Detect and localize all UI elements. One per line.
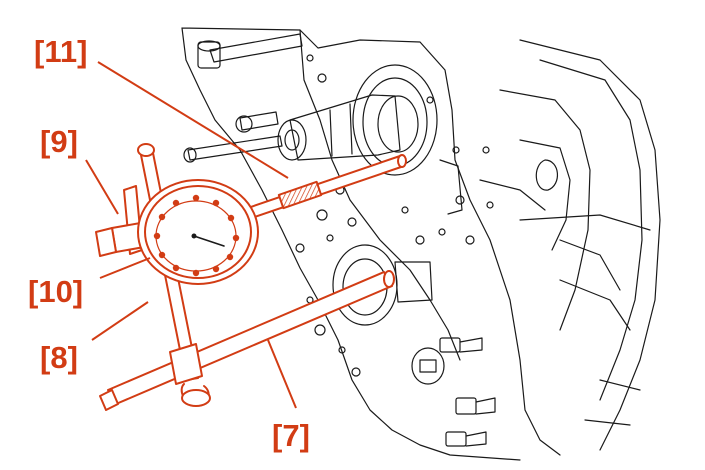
leader-10 xyxy=(99,257,151,279)
housing-outline xyxy=(181,27,561,461)
leader-8 xyxy=(91,301,149,341)
dial-markings xyxy=(153,194,240,277)
clamp-block xyxy=(169,343,203,385)
leader-lines xyxy=(85,61,297,409)
knurled-sleeve xyxy=(277,180,323,210)
callout-7: [7] xyxy=(272,418,310,453)
engine-block xyxy=(181,27,661,461)
bore-ring xyxy=(352,64,438,176)
callout-8: [8] xyxy=(40,340,78,375)
bar-7 xyxy=(107,271,393,405)
right-frame xyxy=(519,39,661,451)
callout-labels: [11] [9] [10] [8] [7] xyxy=(28,34,310,453)
leader-7 xyxy=(267,339,297,409)
upper-bolt xyxy=(209,33,303,63)
housing-inner-edge xyxy=(299,29,461,361)
leader-11 xyxy=(97,61,289,179)
bolt-group-lower xyxy=(411,337,496,447)
dial-gauge-icon xyxy=(137,179,259,285)
dial-needle xyxy=(193,235,225,247)
callout-10: [10] xyxy=(28,274,83,309)
leader-9 xyxy=(85,159,119,215)
special-tool xyxy=(95,143,407,411)
seal-tool xyxy=(289,94,401,161)
callout-11: [11] xyxy=(34,34,87,69)
callout-9: [9] xyxy=(40,124,78,159)
